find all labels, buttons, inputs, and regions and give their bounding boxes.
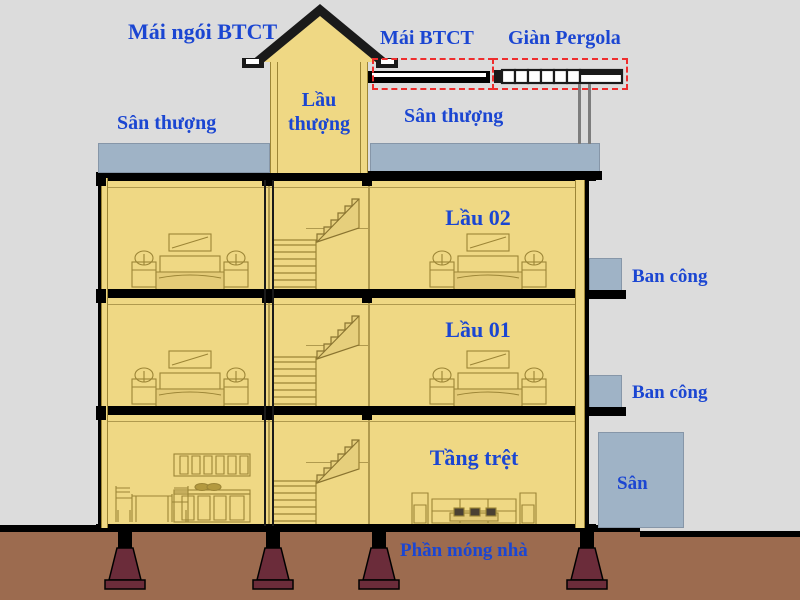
terrace-right-label: Sân thượng — [404, 105, 504, 127]
pergola-assembly — [494, 68, 624, 85]
floor-slab-f2-top — [96, 172, 596, 181]
floor2-label: Lầu 02 — [445, 205, 511, 230]
penthouse-wall-right — [360, 60, 368, 173]
balcony-lower-label: Ban công — [632, 382, 708, 403]
exterior-wall-right-line — [585, 178, 589, 528]
column-mid-line-b — [272, 180, 274, 526]
partition-left-f2 — [268, 180, 270, 292]
footing-3 — [350, 532, 410, 594]
exterior-wall-left-line — [98, 178, 101, 528]
balcony-upper-label: Ban công — [632, 266, 708, 287]
pergola-label: Giàn Pergola — [508, 27, 621, 49]
terrace-slab-right — [370, 143, 600, 173]
ceiling-line-ground — [104, 421, 584, 422]
column-stub-mid2-f2 — [362, 172, 372, 186]
partition-right-f2 — [368, 180, 370, 292]
bedroom-furniture-left-floor1 — [128, 350, 252, 409]
foundation-label: Phần móng nhà — [400, 540, 528, 561]
column-stub-left-f1 — [96, 289, 106, 303]
stairs-ground — [270, 414, 368, 526]
roof-btct-label: Mái BTCT — [380, 27, 474, 49]
partition-left-ground — [268, 414, 270, 526]
living-room-furniture — [410, 487, 538, 527]
bedroom-furniture-right-floor2 — [426, 233, 550, 292]
column-stub-mid2-f1 — [362, 289, 372, 303]
penthouse-room — [270, 60, 368, 173]
terrace-slab-right-beam — [368, 171, 602, 180]
bedroom-furniture-right-floor1 — [426, 350, 550, 409]
floor-slab-f1-top — [96, 289, 596, 298]
stairs-floor1 — [270, 297, 368, 409]
penthouse-label-line1: Lầu — [301, 89, 337, 111]
stairs-floor2 — [270, 180, 368, 292]
column-mid-line-a — [264, 180, 266, 526]
footing-2 — [244, 532, 304, 594]
column-stub-mid-f2 — [262, 172, 272, 186]
yard-label: Sân — [617, 473, 648, 494]
gable-roof — [240, 0, 400, 72]
column-stub-left-ground — [96, 406, 106, 420]
terrace-left-label: Sân thượng — [117, 112, 217, 134]
ceiling-line-f1 — [104, 304, 584, 305]
terrace-slab-left — [98, 143, 270, 173]
footing-1 — [96, 532, 156, 594]
roof-tile-label: Mái ngói BTCT — [128, 19, 278, 44]
floor-slab-ground-top — [96, 406, 596, 415]
footing-4 — [558, 532, 618, 594]
yard-block — [598, 432, 684, 528]
partition-left-f1 — [268, 297, 270, 409]
pergola-dashed-outline — [492, 58, 628, 90]
exterior-wall-right — [575, 178, 585, 528]
column-stub-mid-f1 — [262, 289, 272, 303]
roof-btct-dashed-outline — [372, 58, 494, 90]
floor-slab-ground-bottom — [96, 524, 596, 532]
kitchen-dining-furniture — [110, 452, 260, 526]
exterior-wall-left — [101, 178, 108, 528]
column-stub-left-f2 — [96, 172, 106, 186]
balcony-upper-slab — [586, 290, 626, 299]
pergola-support-post-left — [578, 84, 581, 144]
column-stub-mid2-ground — [362, 406, 372, 420]
ceiling-line-f2 — [104, 187, 584, 188]
ground-floor-label: Tầng trệt — [429, 445, 519, 470]
penthouse-label-line2: thượng — [288, 113, 350, 135]
pergola-support-post-right — [588, 84, 591, 144]
partition-right-ground — [368, 414, 370, 526]
roof-btct-slab-inner — [372, 73, 486, 77]
floor1-label: Lầu 01 — [445, 317, 511, 342]
balcony-upper-block — [589, 258, 622, 292]
ground-line-right — [640, 531, 800, 537]
penthouse-wall-left — [270, 60, 278, 173]
balcony-lower-block — [589, 375, 622, 409]
column-stub-mid-ground — [262, 406, 272, 420]
balcony-lower-slab — [586, 407, 626, 416]
bedroom-furniture-left-floor2 — [128, 233, 252, 292]
partition-right-f1 — [368, 297, 370, 409]
